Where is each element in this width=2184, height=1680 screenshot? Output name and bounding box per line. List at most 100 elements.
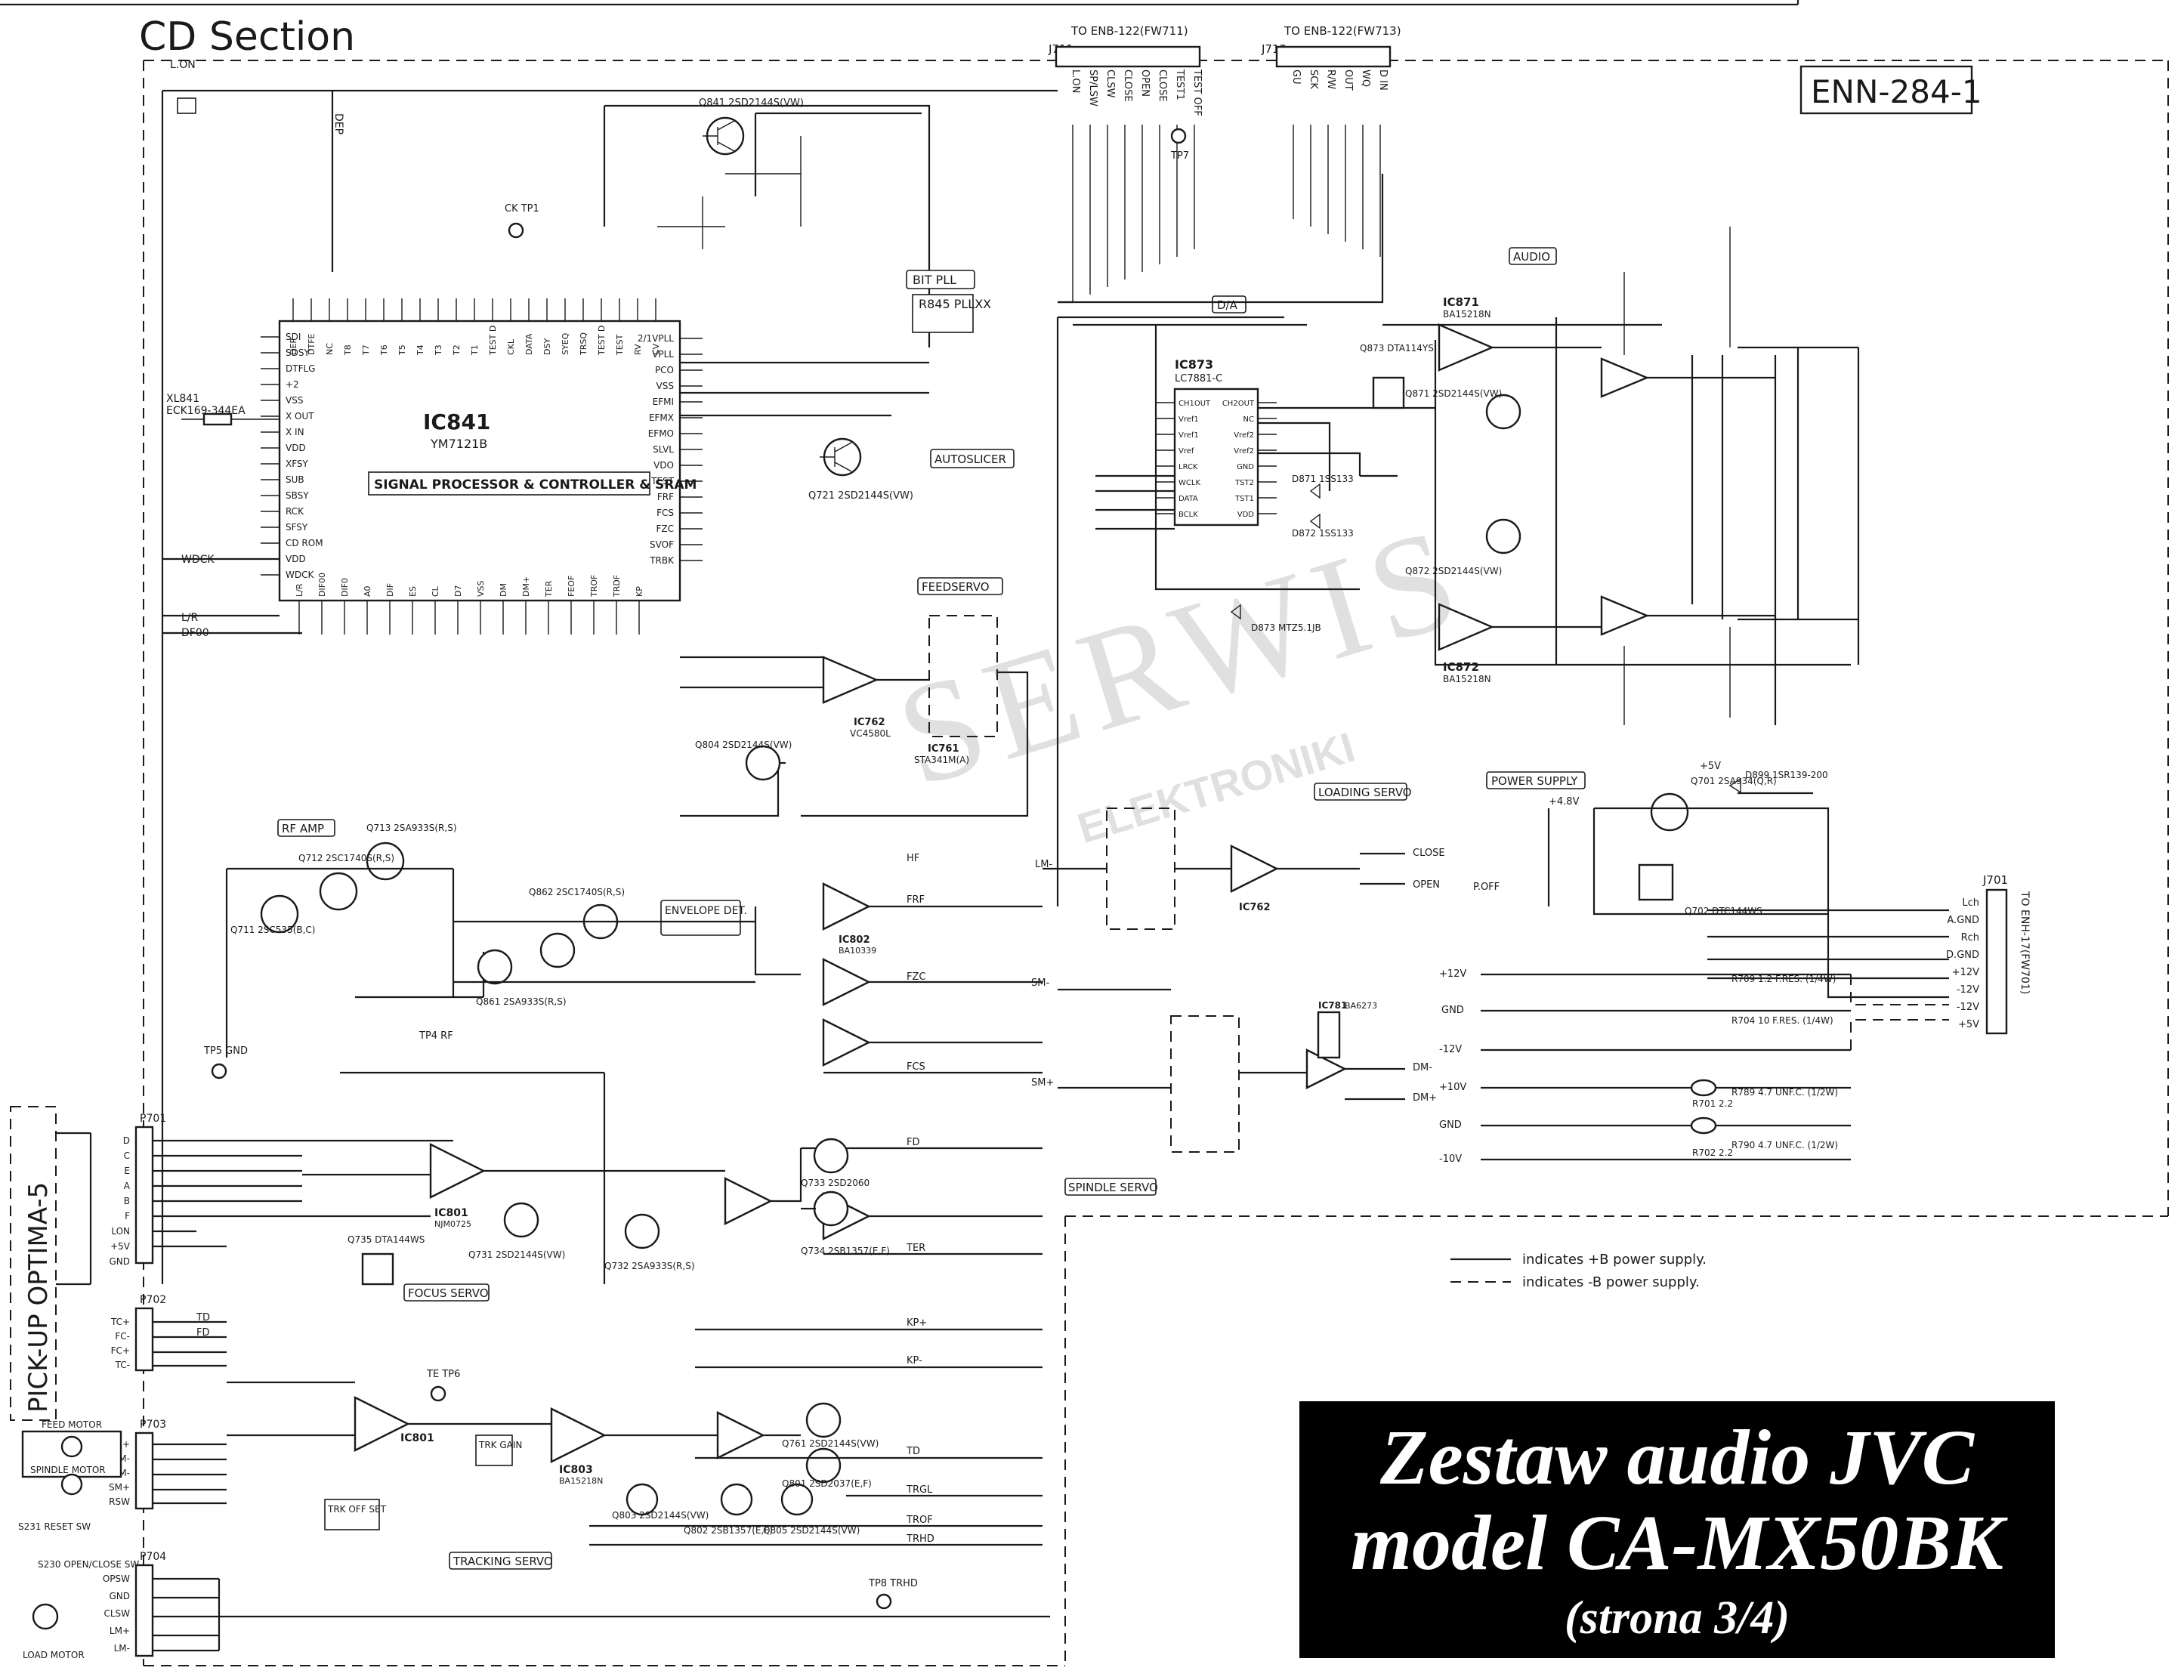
rail-minus12v: -12V bbox=[1439, 1044, 1462, 1055]
ic841-top-pin: T2 bbox=[452, 344, 462, 356]
block-power-supply: POWER SUPPLY bbox=[1491, 774, 1578, 788]
rail-minus10v: -10V bbox=[1439, 1153, 1462, 1165]
ic873-right-pin: GND bbox=[1237, 463, 1254, 471]
ic873-right-pin: NC bbox=[1243, 415, 1254, 424]
ic841-top-pin: DSY bbox=[542, 338, 552, 355]
q802-label: Q801 2SD2037(E,F) bbox=[782, 1478, 872, 1489]
block-envelope-det: ENVELOPE DET. bbox=[665, 905, 747, 917]
signal-trgl: TRGL bbox=[906, 1484, 933, 1496]
ic802-comparators: IC802 BA10339 HF FRF FZC FCS FD TER bbox=[822, 853, 1043, 1255]
da-tag: D/A bbox=[1212, 295, 1246, 313]
ic873-right-pin: VDD bbox=[1237, 511, 1255, 519]
loading-servo-block: LOADING SERVO IC762 CLOSE OPEN LM- bbox=[1035, 783, 1445, 930]
title-line-1: Zestaw audio JVC bbox=[1380, 1414, 1974, 1502]
tp-ck: CK TP1 bbox=[505, 203, 539, 215]
ic802-part: BA10339 bbox=[839, 946, 876, 956]
ic873-left-pin: DATA bbox=[1178, 495, 1198, 503]
ic841-top-pin: T4 bbox=[415, 344, 425, 356]
p702-pin-label: FC- bbox=[115, 1331, 130, 1342]
ic762-ref: IC762 bbox=[854, 717, 885, 728]
fuse-r704: R704 10 F.RES. (1/4W) bbox=[1731, 1015, 1833, 1026]
rail-10v: +10V bbox=[1439, 1082, 1466, 1093]
signal-sm-plus: SM+ bbox=[1031, 1077, 1054, 1089]
transistor-q721: Q721 2SD2144S(VW) bbox=[808, 437, 913, 502]
ic841-left-pin: RCK bbox=[286, 506, 304, 517]
transistor-q873: Q873 DTA114YS bbox=[1360, 343, 1434, 409]
p703-ref: P703 bbox=[140, 1419, 166, 1431]
j701-pin-label: Lch bbox=[1962, 897, 1979, 909]
ic841-right-pin: VSS bbox=[656, 381, 674, 391]
ic873-right-pin: CH2OUT bbox=[1222, 400, 1255, 408]
motor-spindle: SPINDLE MOTOR bbox=[30, 1465, 106, 1475]
ic841-right-pin: TRBK bbox=[649, 555, 675, 566]
ic841-bottom-pin: D7 bbox=[453, 585, 463, 597]
ic873-left-pin: LRCK bbox=[1178, 463, 1198, 471]
ic872-part: BA15218N bbox=[1443, 674, 1491, 684]
audio-block: AUDIO bbox=[1509, 247, 1557, 265]
ic781-ref: IC781 bbox=[1318, 1000, 1347, 1011]
ic841-top-pin: TEST bbox=[615, 334, 625, 356]
q803-label: Q802 2SB1357(E,F) bbox=[684, 1525, 773, 1536]
fuse-r789: R789 4.7 UNF.C. (1/2W) bbox=[1731, 1087, 1838, 1098]
motor-load: LOAD MOTOR bbox=[23, 1650, 85, 1660]
p701-pin-label: D bbox=[123, 1135, 130, 1146]
tracking-servo-block: TRACKING SERVO IC803 BA15218N IC801 TRK … bbox=[227, 1317, 1043, 1570]
tp-gnd: TP5 GND bbox=[203, 1045, 248, 1057]
ic841-bottom-pin: A0 bbox=[363, 585, 372, 597]
diode-d872: D872 1SS133 bbox=[1292, 528, 1354, 539]
ic841-top-pin: SYEQ bbox=[561, 332, 570, 355]
section-title: CD Section bbox=[139, 14, 355, 60]
ic841-left-pin: SBSY bbox=[286, 490, 309, 501]
signal-lr: L/R bbox=[181, 612, 199, 624]
tp-te: TE TP6 bbox=[426, 1369, 460, 1380]
ic873-right-pin: TST2 bbox=[1234, 479, 1254, 487]
ic841-bottom-pin: KP bbox=[635, 586, 644, 597]
ic841-left-pin: WDCK bbox=[286, 570, 314, 580]
ic841-right-pin: SVOF bbox=[650, 539, 674, 550]
q734-label: Q734 2SB1357(E,F) bbox=[801, 1246, 890, 1256]
q804-label: Q803 2SD2144S(VW) bbox=[612, 1510, 709, 1521]
ic873-part: LC7881-C bbox=[1175, 373, 1222, 384]
q873-label: Q873 DTA114YS bbox=[1360, 343, 1434, 354]
test-points: CK TP1 TE TP6 TP5 GND TP7 TP8 TRHD bbox=[203, 128, 1189, 1610]
p701-pin-label: B bbox=[124, 1196, 130, 1206]
ic803-ref: IC803 bbox=[559, 1464, 593, 1476]
ic801b-ref: IC801 bbox=[400, 1432, 434, 1444]
p702-pin-label: FC+ bbox=[111, 1345, 130, 1356]
da-wiring bbox=[1058, 174, 1851, 666]
ic841-left-pin: VDD bbox=[286, 443, 306, 453]
block-loading-servo: LOADING SERVO bbox=[1318, 786, 1412, 799]
ic841-bottom-pin: ES bbox=[408, 586, 418, 597]
power-supply-circuit: Q701 2SA934(Q,R) Q702 DTC144WS D899 1SR1… bbox=[1473, 761, 1949, 999]
signal-ter: TER bbox=[906, 1243, 925, 1254]
j711-pin-label: CLOSE bbox=[1122, 69, 1133, 102]
tp4-label: TP4 RF bbox=[419, 1030, 453, 1042]
ic801-ref: IC801 bbox=[434, 1207, 468, 1219]
j711-dest: TO ENB-122(FW711) bbox=[1070, 24, 1188, 38]
ic841-bottom-pin: DM+ bbox=[521, 576, 531, 597]
connector-p703: P703 FM+FM-SM-SM+RSW bbox=[109, 1419, 227, 1510]
j713-pin-label: OUT bbox=[1342, 69, 1354, 91]
q732-label: Q732 2SA933S(R,S) bbox=[604, 1261, 695, 1271]
fuse-r709: R709 1.2 F.RES. (1/4W) bbox=[1731, 974, 1836, 984]
ic841-top-pin: RV bbox=[633, 344, 643, 355]
diodes-d871-d873: D871 1SS133 D872 1SS133 D873 MTZ5.1JB bbox=[1230, 474, 1354, 633]
j711-pin-label: TEST OFF bbox=[1191, 69, 1203, 116]
signal-trof: TROF bbox=[906, 1515, 933, 1526]
ic872: IC872 BA15218N bbox=[1438, 595, 1650, 684]
j701-pin-label: D.GND bbox=[1946, 950, 1979, 961]
ic801-part: NJM0725 bbox=[434, 1219, 471, 1229]
p704-pin-label: GND bbox=[109, 1591, 130, 1601]
q801-label: Q761 2SD2144S(VW) bbox=[782, 1438, 879, 1449]
ic841-right-pin: SLVL bbox=[653, 444, 674, 455]
bit-pll-block: BIT PLL R845 PLLXX bbox=[906, 270, 991, 333]
ic841-top-wiring bbox=[161, 89, 1058, 1284]
p702-pin-label: TC- bbox=[115, 1360, 130, 1370]
q735-label: Q735 DTA144WS bbox=[348, 1234, 425, 1245]
p701-pin-label: +5V bbox=[110, 1241, 131, 1252]
ic873-right-pin: TST1 bbox=[1234, 495, 1254, 503]
p701-pin-label: GND bbox=[109, 1256, 130, 1267]
rail-gnd-2: GND bbox=[1439, 1119, 1462, 1131]
